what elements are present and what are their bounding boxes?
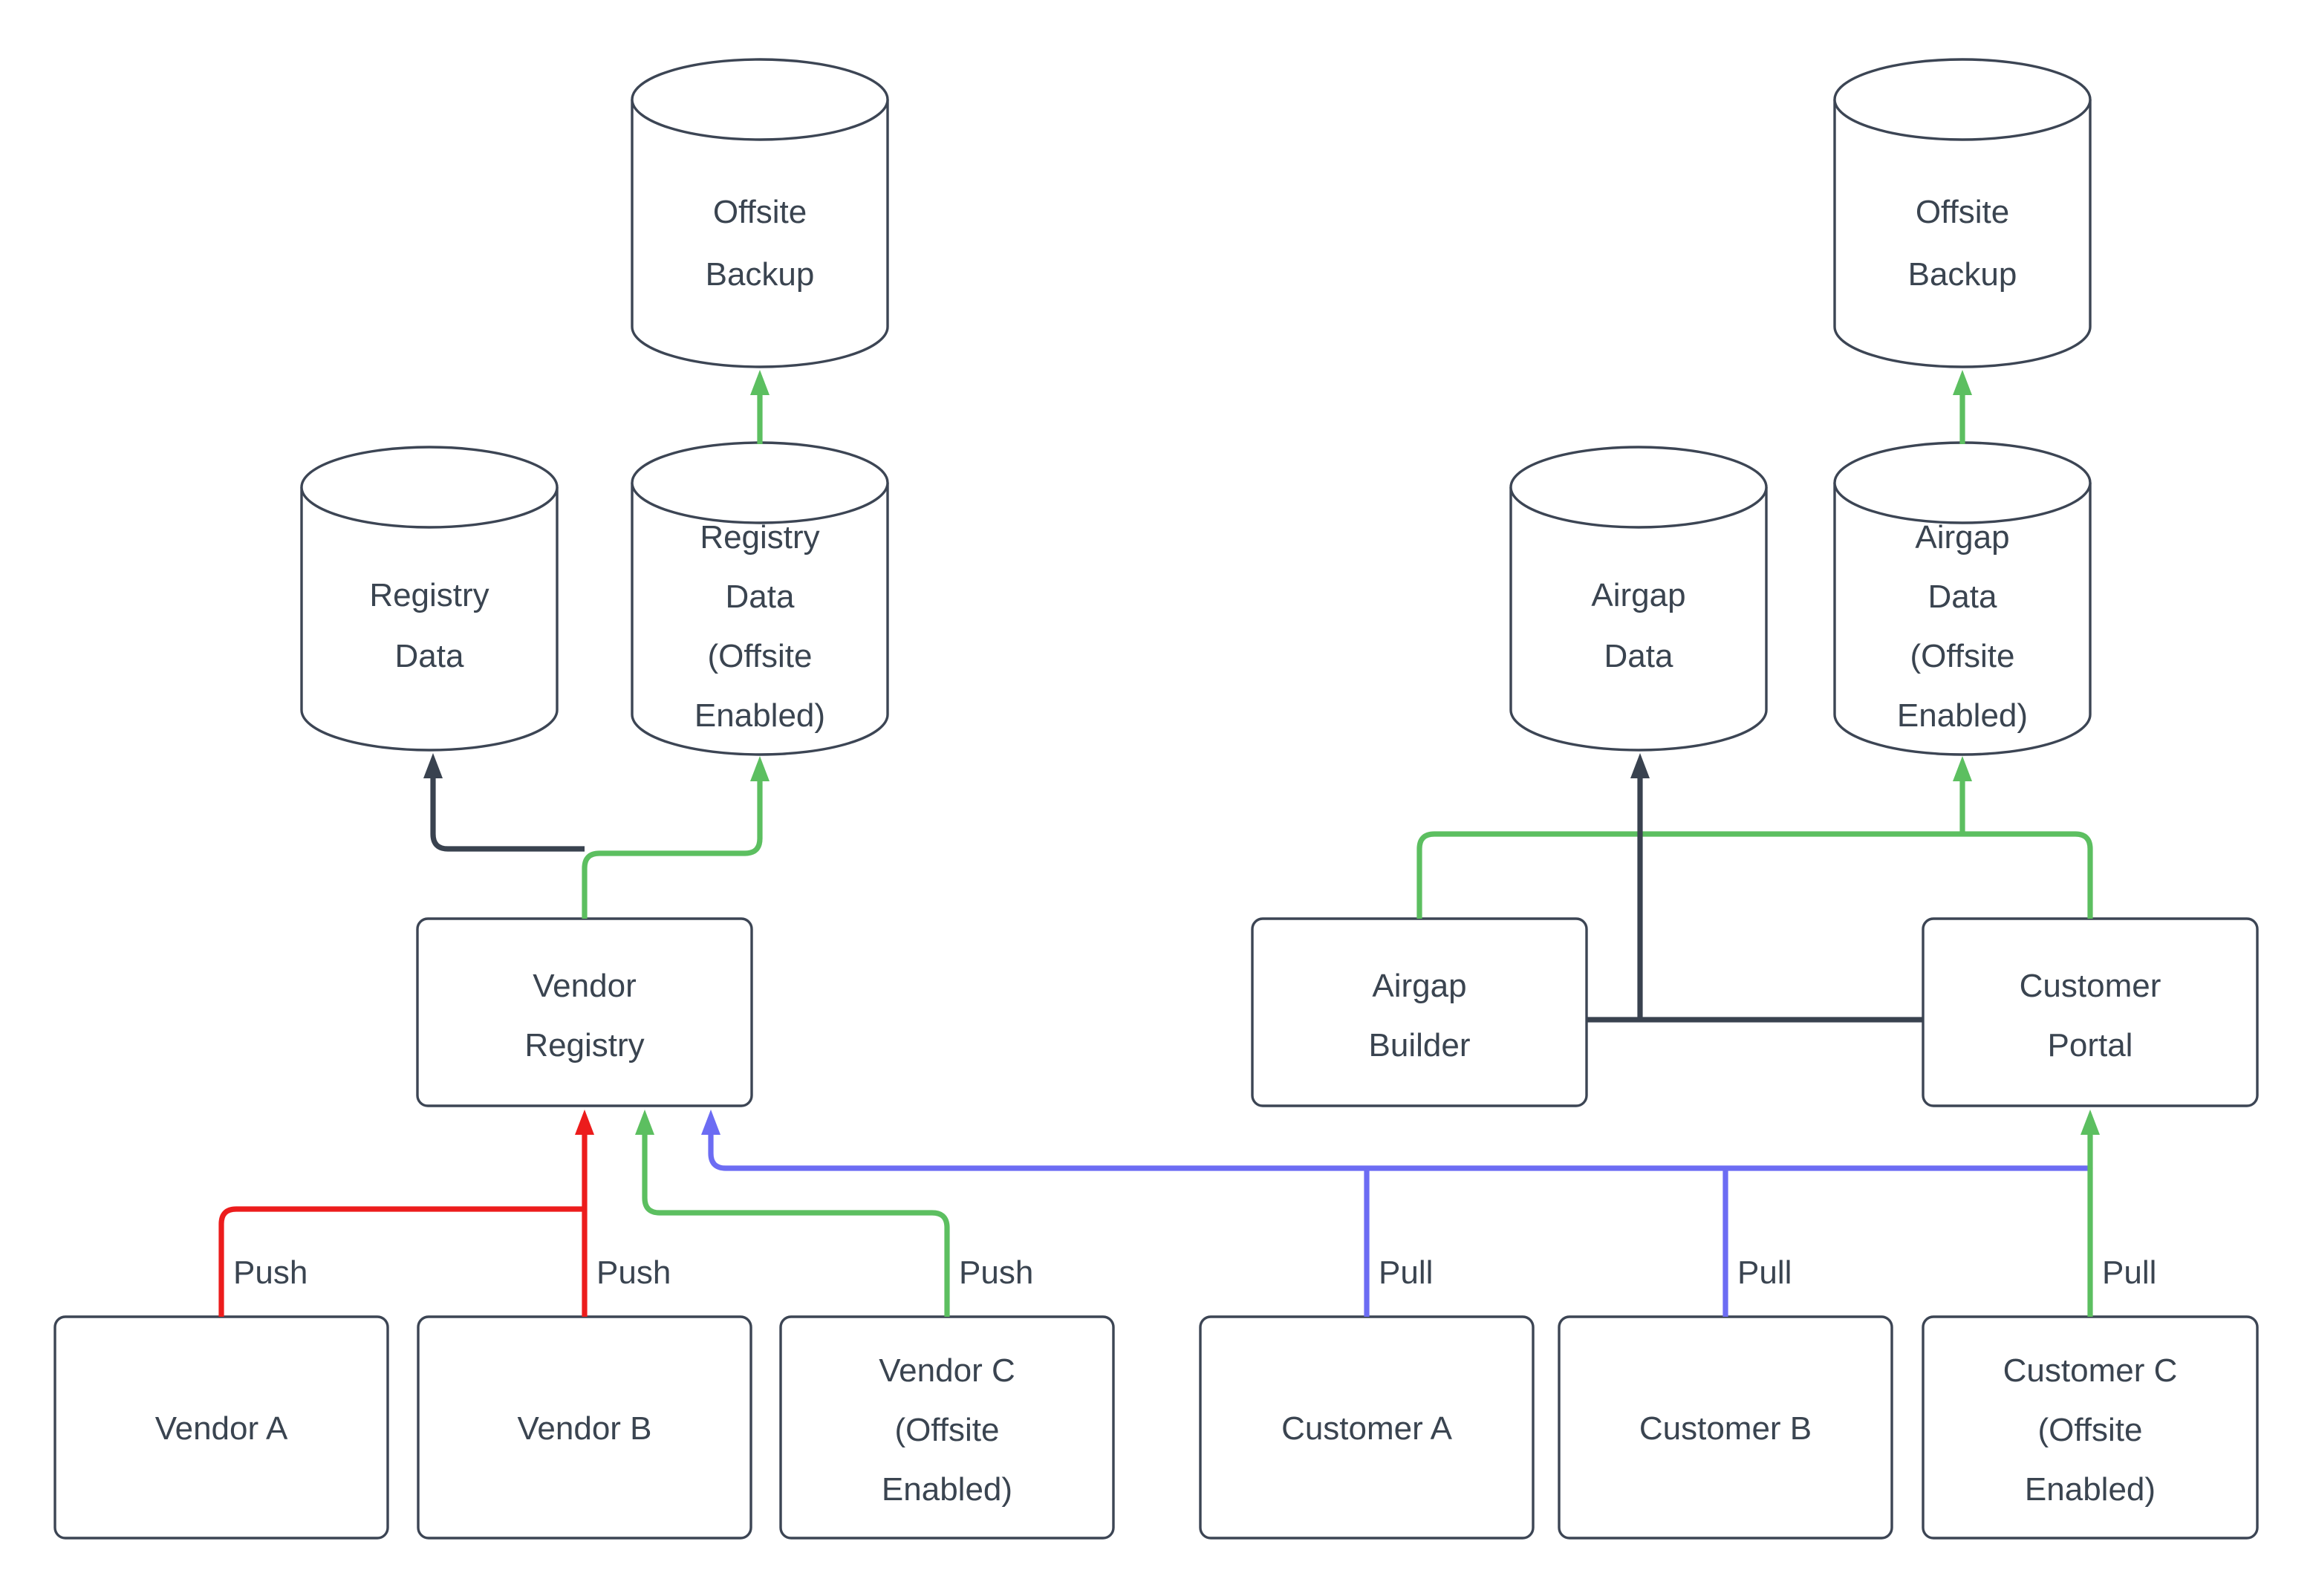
box xyxy=(1251,917,1588,1107)
node-label: Enabled) xyxy=(2025,1471,2156,1508)
offsite-backup-right-node: Offsite Backup xyxy=(1833,58,2092,368)
arrowhead-green xyxy=(1953,756,1972,781)
node-label: Customer C xyxy=(2003,1352,2178,1389)
push-label-vendor-a: Push xyxy=(233,1254,308,1291)
cylinder-top xyxy=(1833,58,2092,141)
customer-portal-node: Customer Portal xyxy=(1922,917,2259,1107)
arrowhead-green xyxy=(750,370,770,395)
node-label: Vendor A xyxy=(155,1410,288,1447)
node-label: Registry xyxy=(524,1027,644,1064)
node-label: (Offsite xyxy=(894,1412,999,1448)
node-label: Backup xyxy=(1908,256,2017,293)
node-label: Enabled) xyxy=(694,697,825,734)
airgap-data-node: Airgap Data xyxy=(1509,446,1768,752)
node-label: (Offsite xyxy=(1910,638,2014,674)
registry-data-offsite-node: Registry Data (Offsite Enabled) xyxy=(631,441,889,756)
arrowhead-green xyxy=(635,1110,654,1135)
arrowhead-green xyxy=(2081,1110,2100,1135)
customer-b-node: Customer B xyxy=(1558,1315,1893,1540)
customer-c-node: Customer C (Offsite Enabled) xyxy=(1922,1315,2259,1540)
cylinder-top xyxy=(1509,446,1768,529)
cylinder-body xyxy=(1509,487,1768,752)
cylinder-top xyxy=(631,441,889,524)
cylinder-top xyxy=(631,58,889,141)
node-label: Airgap xyxy=(1591,577,1685,613)
node-label: Vendor C xyxy=(879,1352,1015,1389)
edge-vendor-a-push xyxy=(218,1206,585,1317)
box xyxy=(1922,917,2259,1107)
box xyxy=(416,917,753,1107)
node-label: Customer xyxy=(2020,968,2161,1004)
node-label: Offsite xyxy=(1916,194,2009,230)
node-label: Airgap xyxy=(1915,519,2009,556)
arrowhead-red xyxy=(575,1110,594,1135)
customer-a-node: Customer A xyxy=(1199,1315,1535,1540)
arrowhead-green xyxy=(750,756,770,781)
arrowhead-blue xyxy=(701,1110,720,1135)
arrowhead-green xyxy=(1953,370,1972,395)
node-label: Enabled) xyxy=(882,1471,1012,1508)
cylinder-top xyxy=(1833,441,2092,524)
node-label: Offsite xyxy=(713,194,807,230)
node-label: Builder xyxy=(1369,1027,1471,1064)
node-label: Registry xyxy=(369,577,489,613)
node-label: Data xyxy=(1604,638,1673,674)
cylinder-body xyxy=(631,100,889,368)
vendor-registry-node: Vendor Registry xyxy=(416,917,753,1107)
node-label: Data xyxy=(1928,579,1997,615)
cylinder-body xyxy=(1833,483,2092,756)
vendor-b-node: Vendor B xyxy=(417,1315,752,1540)
node-label: (Offsite xyxy=(707,638,812,674)
registry-data-node: Registry Data xyxy=(300,446,559,752)
node-label: Portal xyxy=(2048,1027,2133,1064)
node-label: Vendor xyxy=(533,968,636,1004)
arrowhead-dark xyxy=(423,753,443,778)
node-label: Customer B xyxy=(1639,1410,1812,1447)
cylinder-body xyxy=(1833,100,2092,368)
airgap-data-offsite-node: Airgap Data (Offsite Enabled) xyxy=(1833,441,2092,756)
cylinder-top xyxy=(300,446,559,529)
edge-vendor-registry-to-registry-data-offsite xyxy=(582,781,763,919)
node-label: Vendor B xyxy=(517,1410,651,1447)
airgap-builder-node: Airgap Builder xyxy=(1251,917,1588,1107)
offsite-backup-left-node: Offsite Backup xyxy=(631,58,889,368)
node-label: Customer A xyxy=(1281,1410,1453,1447)
edge-customer-portal-to-airgap-builder xyxy=(1416,831,2093,919)
push-label-vendor-b: Push xyxy=(596,1254,671,1291)
node-label: Data xyxy=(726,579,795,615)
cylinder-body xyxy=(300,487,559,752)
node-label: (Offsite xyxy=(2037,1412,2142,1448)
node-label: Registry xyxy=(700,519,819,556)
pull-label-customer-b: Pull xyxy=(1737,1254,1792,1291)
node-label: Data xyxy=(395,638,464,674)
push-label-vendor-c: Push xyxy=(959,1254,1033,1291)
pull-label-customer-c: Pull xyxy=(2102,1254,2156,1291)
node-label: Backup xyxy=(706,256,815,293)
cylinder-body xyxy=(631,483,889,756)
edge-vendor-c-push xyxy=(642,1135,950,1317)
vendor-a-node: Vendor A xyxy=(53,1315,389,1540)
edge-vendor-registry-to-registry-data xyxy=(430,778,585,852)
node-label: Enabled) xyxy=(1897,697,2028,734)
arrowhead-dark xyxy=(1630,753,1650,778)
vendor-c-node: Vendor C (Offsite Enabled) xyxy=(779,1315,1115,1540)
node-label: Airgap xyxy=(1372,968,1466,1004)
edge-customers-pull-to-vendor-registry xyxy=(708,1132,2093,1171)
pull-label-customer-a: Pull xyxy=(1379,1254,1433,1291)
